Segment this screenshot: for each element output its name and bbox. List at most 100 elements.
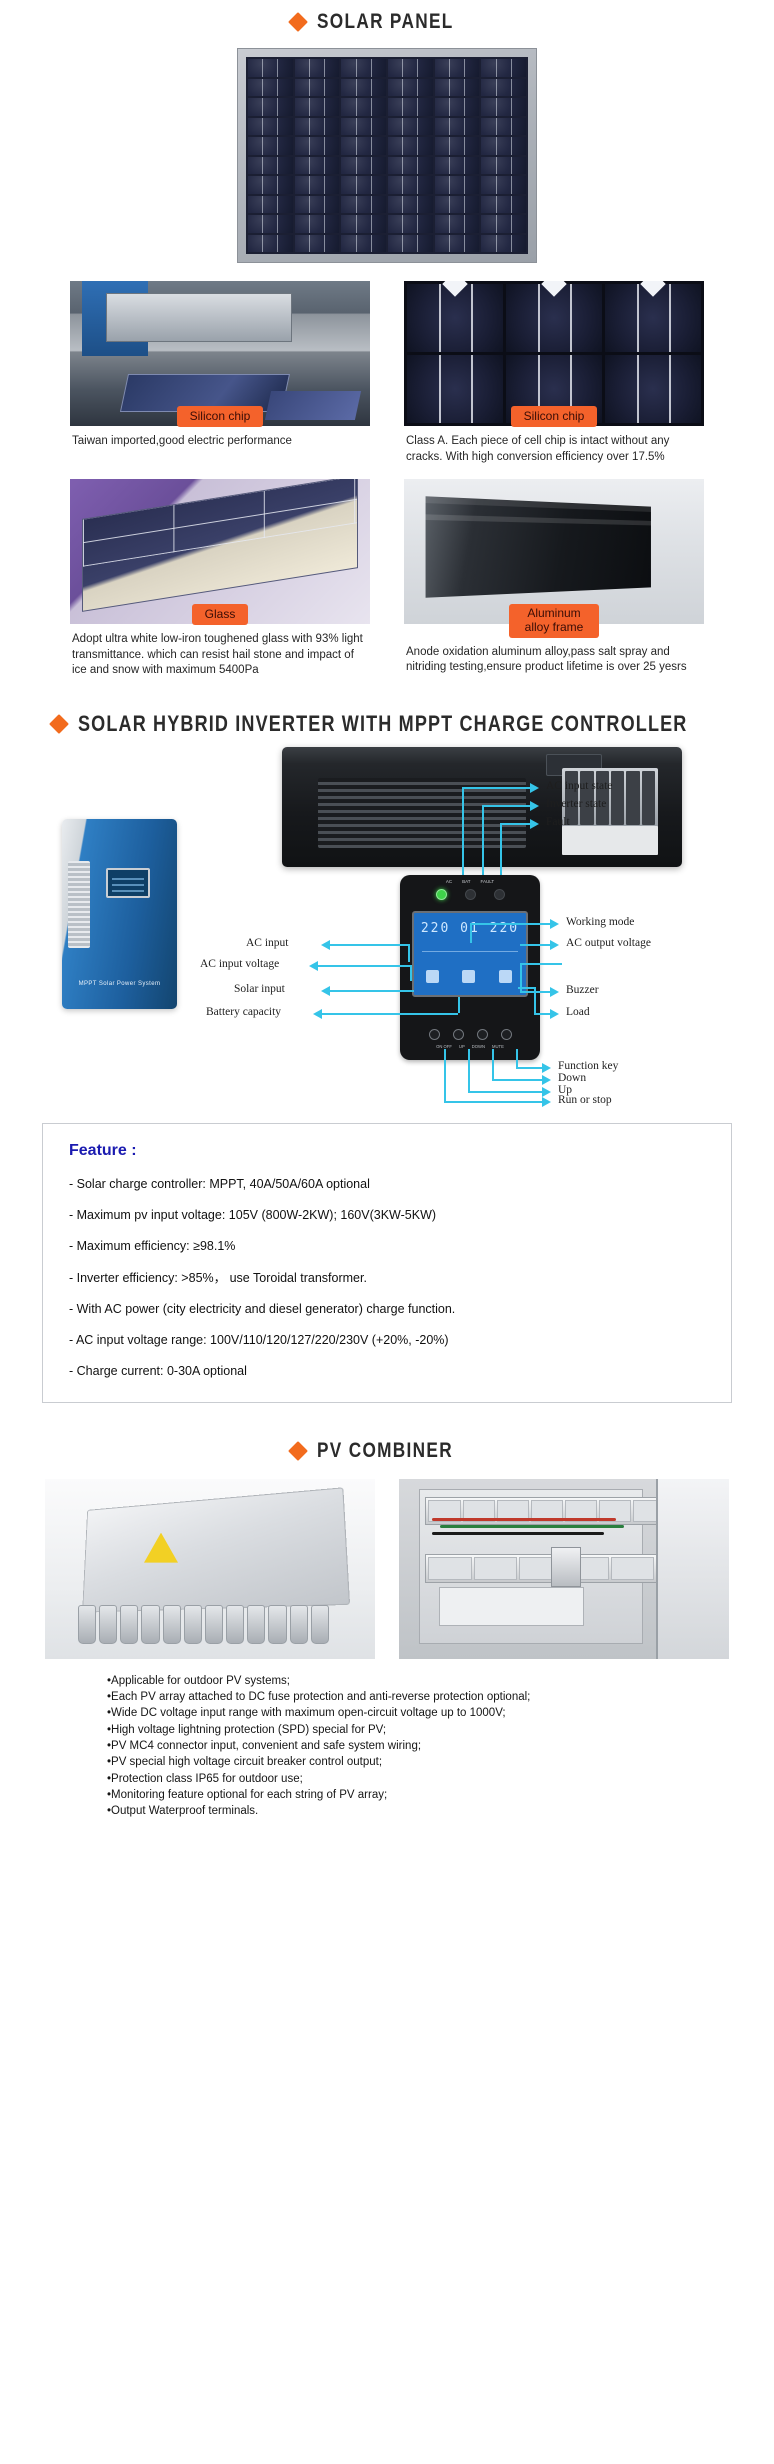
feature-item: - With AC power (city electricity and di…	[69, 1301, 456, 1316]
button-captions: ON OFF UP DOWN MUTE	[400, 1044, 540, 1049]
btn-caption-onoff: ON OFF	[436, 1043, 452, 1049]
feature-item: - Charge current: 0-30A optional	[69, 1364, 247, 1379]
btn-caption-up: UP	[458, 1043, 465, 1049]
silicon-chip-production-line-photo	[70, 281, 370, 426]
section-solar-hybrid-inverter: SOLAR HYBRID INVERTER WITH MPPT CHARGE C…	[0, 679, 774, 1403]
feature-item: - AC input voltage range: 100V/110/120/1…	[69, 1333, 449, 1348]
arrow-icon	[542, 1086, 551, 1097]
toughened-glass-layer-photo	[70, 479, 370, 625]
arrow-icon	[321, 985, 330, 996]
power-button-icon[interactable]	[428, 1028, 440, 1040]
feature-heading: Feature :	[69, 1141, 137, 1159]
led-caption-ac: AC	[445, 878, 453, 884]
bullet-item: •Applicable for outdoor PV systems;	[107, 1674, 291, 1687]
feature-item: - Inverter efficiency: >85%， use Toroida…	[69, 1270, 367, 1285]
callout-ac-input: AC input	[246, 936, 289, 949]
bullet-item: •Wide DC voltage input range with maximu…	[107, 1707, 506, 1720]
feature-item: - Maximum efficiency: ≥98.1%	[69, 1239, 236, 1254]
chip-label-silicon-chip-1: Silicon chip	[176, 406, 264, 428]
arrow-icon	[309, 960, 318, 971]
up-button-icon[interactable]	[452, 1028, 464, 1040]
arrow-icon	[321, 939, 330, 950]
callout-run-or-stop: Run or stop	[558, 1093, 612, 1106]
solar-panel-feature-row-2: Glass Adopt ultra white low-iron toughen…	[0, 465, 774, 679]
bullet-item: •PV special high voltage circuit breaker…	[107, 1756, 383, 1769]
lcd-battery-icon	[462, 969, 476, 983]
pv-combiner-bullet-list: •Applicable for outdoor PV systems; •Eac…	[107, 1673, 667, 1846]
orange-diamond-icon	[287, 12, 308, 32]
arrow-icon	[542, 1096, 551, 1107]
chip-label-silicon-chip-2: Silicon chip	[510, 406, 598, 428]
bullet-item: •Each PV array attached to DC fuse prote…	[107, 1690, 531, 1703]
chip-label-wrap: Silicon chip	[70, 406, 370, 428]
orange-diamond-icon	[49, 713, 69, 734]
bullet-item: •High voltage lightning protection (SPD)…	[107, 1723, 387, 1736]
feature-caption-frame: Anode oxidation aluminum alloy,pass salt…	[406, 645, 687, 674]
orange-diamond-icon	[288, 1440, 309, 1461]
callout-ac-input-voltage: AC input voltage	[200, 957, 280, 970]
arrow-icon	[542, 1062, 551, 1073]
arrow-icon	[542, 1074, 551, 1085]
lcd-icon-row	[422, 950, 518, 985]
callout-up: Up	[558, 1083, 573, 1096]
callout-solar-input: Solar input	[234, 982, 285, 995]
product-spec-page: SOLAR PANEL	[0, 0, 774, 1846]
inverter-brand-text: MPPT Solar Power System	[78, 980, 161, 987]
lcd-load-icon	[499, 969, 513, 983]
feature-card-frame: Aluminum alloy frame Anode oxidation alu…	[404, 479, 704, 679]
lcd-solar-icon	[425, 969, 439, 983]
solar-hybrid-inverter-unit-photo: MPPT Solar Power System	[62, 818, 177, 1009]
bullet-item: •PV MC4 connector input, convenient and …	[107, 1739, 422, 1752]
callout-buzzer: Buzzer	[566, 983, 599, 996]
feature-item: - Maximum pv input voltage: 105V (800W-2…	[69, 1208, 437, 1223]
feature-card-glass: Glass Adopt ultra white low-iron toughen…	[70, 479, 370, 679]
pv-combiner-box-exterior-photo	[45, 1478, 375, 1659]
bullet-item: •Output Waterproof terminals.	[107, 1805, 259, 1818]
chip-label-wrap: Glass	[70, 604, 370, 626]
arrow-icon	[530, 818, 539, 829]
aluminum-alloy-frame-photo	[404, 479, 704, 625]
led-fault-icon	[493, 888, 505, 900]
inverter-control-panel-diagram: AC BAT FAULT 220 01 220	[400, 874, 540, 1060]
btn-caption-mute: MUTE	[492, 1043, 504, 1049]
feature-item: - Solar charge controller: MPPT, 40A/50A…	[69, 1176, 370, 1191]
pv-combiner-box-interior-photo	[399, 1478, 729, 1659]
led-bat-icon	[464, 888, 476, 900]
callout-down: Down	[558, 1071, 587, 1084]
chip-label-aluminum-alloy-frame: Aluminum alloy frame	[508, 604, 600, 638]
mute-button-icon[interactable]	[500, 1028, 512, 1040]
feature-card-silicon-chip-line: Silicon chip Taiwan imported,good electr…	[70, 281, 370, 465]
panel-cell-grid	[246, 57, 528, 254]
arrow-icon	[550, 986, 559, 997]
arrow-icon	[313, 1008, 322, 1019]
chip-label-wrap: Silicon chip	[404, 406, 704, 428]
inverter-diagram-stage: MPPT Solar Power System AC input state I…	[0, 746, 774, 1107]
solar-panel-feature-row-1: Silicon chip Taiwan imported,good electr…	[0, 277, 774, 465]
btn-caption-down: DOWN	[471, 1043, 486, 1049]
status-leds	[400, 888, 540, 900]
chip-label-wrap: Aluminum alloy frame	[404, 604, 704, 638]
down-button-icon[interactable]	[476, 1028, 488, 1040]
section-title-inverter: SOLAR HYBRID INVERTER WITH MPPT CHARGE C…	[78, 710, 688, 736]
callout-battery-capacity: Battery capacity	[206, 1005, 282, 1018]
feature-caption-glass: Adopt ultra white low-iron toughened gla…	[72, 633, 363, 677]
section-solar-panel: SOLAR PANEL	[0, 0, 774, 679]
solar-panel-main-image	[0, 40, 774, 277]
callout-inverter-state: Inverter state	[546, 797, 607, 810]
led-ac-icon	[435, 888, 447, 900]
bullet-item: •Monitoring feature optional for each st…	[107, 1788, 388, 1801]
callout-function-key: Function key	[558, 1059, 619, 1072]
inverter-rear-panel-photo	[282, 746, 682, 867]
section-pv-combiner: PV COMBINER •Applicable for outdoor PV s…	[0, 1403, 774, 1846]
callout-fault: Fault	[546, 815, 570, 828]
bullet-item: •Protection class IP65 for outdoor use;	[107, 1772, 303, 1785]
callout-ac-input-state: AC input state	[546, 779, 613, 792]
arrow-icon	[530, 782, 539, 793]
led-caption-fault: FAULT	[480, 878, 495, 884]
callout-working-mode: Working mode	[566, 915, 635, 928]
chip-label-glass: Glass	[191, 604, 249, 626]
callout-load: Load	[566, 1005, 590, 1018]
section-title-pv-combiner: PV COMBINER	[317, 1438, 454, 1462]
inverter-feature-box: Feature : - Solar charge controller: MPP…	[42, 1122, 732, 1403]
panel-buttons[interactable]	[400, 1028, 540, 1040]
